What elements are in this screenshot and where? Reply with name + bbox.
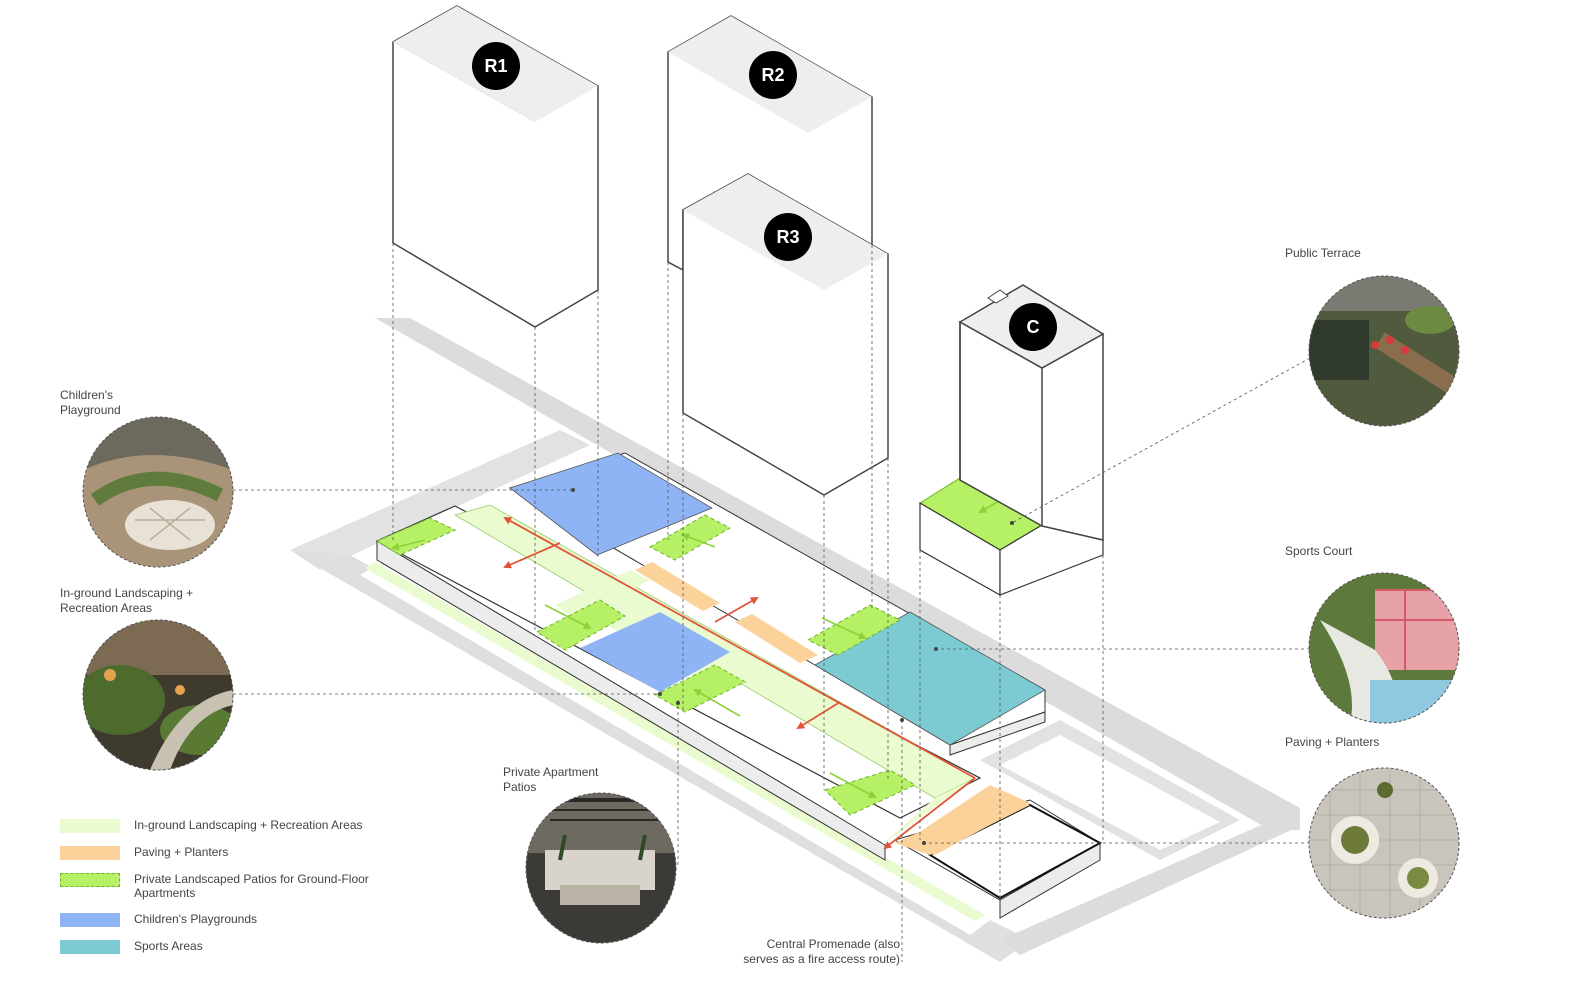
- photo-sports-court: [1308, 572, 1460, 724]
- callout-central-promenade: Central Promenade (also serves as a fire…: [743, 937, 900, 966]
- building-badge-c: C: [1009, 303, 1057, 351]
- building-badge-r1: R1: [472, 42, 520, 90]
- photo-paving-planters: [1308, 767, 1460, 919]
- photo-private-patios: [525, 792, 677, 944]
- callout-paving-planters: Paving + Planters: [1285, 735, 1380, 749]
- building-badge-r3: R3: [764, 213, 812, 261]
- legend-item: Sports Areas: [60, 938, 420, 965]
- callout-inground-landscaping: In-ground Landscaping + Recreation Areas: [60, 586, 194, 615]
- photo-childrens-playground: [82, 416, 234, 568]
- legend-label: In-ground Landscaping + Recreation Areas: [134, 818, 363, 832]
- callout-leader-lines: [233, 357, 1311, 844]
- legend-swatch-landscaping: [60, 819, 120, 833]
- legend-swatch-playgrounds: [60, 913, 120, 927]
- legend-swatch-paving: [60, 846, 120, 860]
- patio-access-arrows: [391, 533, 877, 798]
- callout-private-patios: Private Apartment Patios: [503, 765, 599, 794]
- callout-public-terrace: Public Terrace: [1285, 246, 1361, 260]
- photo-public-terrace: [1308, 275, 1460, 427]
- legend-swatch-sports: [60, 940, 120, 954]
- legend-label: Private Landscaped Patios for Ground-Flo…: [134, 872, 369, 900]
- legend-label: Sports Areas: [134, 939, 203, 953]
- legend: In-ground Landscaping + Recreation Areas…: [60, 817, 420, 965]
- building-badge-r2: R2: [749, 51, 797, 99]
- legend-swatch-patios: [60, 873, 120, 887]
- playground-zones: [509, 452, 730, 692]
- paving-zones: [635, 562, 1030, 855]
- legend-item: Paving + Planters: [60, 844, 420, 871]
- legend-label: Paving + Planters: [134, 845, 229, 859]
- projection-lines: [392, 243, 1104, 962]
- central-promenade-route: [503, 517, 976, 850]
- svg-text:C: C: [1027, 317, 1040, 337]
- legend-item: Children's Playgrounds: [60, 911, 420, 938]
- legend-item: In-ground Landscaping + Recreation Areas: [60, 817, 420, 844]
- legend-item: Private Landscaped Patios for Ground-Flo…: [60, 871, 420, 911]
- callout-anchor-dots: [571, 488, 1014, 845]
- legend-label: Children's Playgrounds: [134, 912, 258, 926]
- callout-sports-court: Sports Court: [1285, 544, 1353, 558]
- callout-childrens-playground: Children's Playground: [60, 388, 121, 417]
- svg-text:R2: R2: [761, 65, 784, 85]
- photo-inground-landscaping: [82, 619, 234, 771]
- svg-text:R1: R1: [484, 56, 507, 76]
- svg-text:R3: R3: [776, 227, 799, 247]
